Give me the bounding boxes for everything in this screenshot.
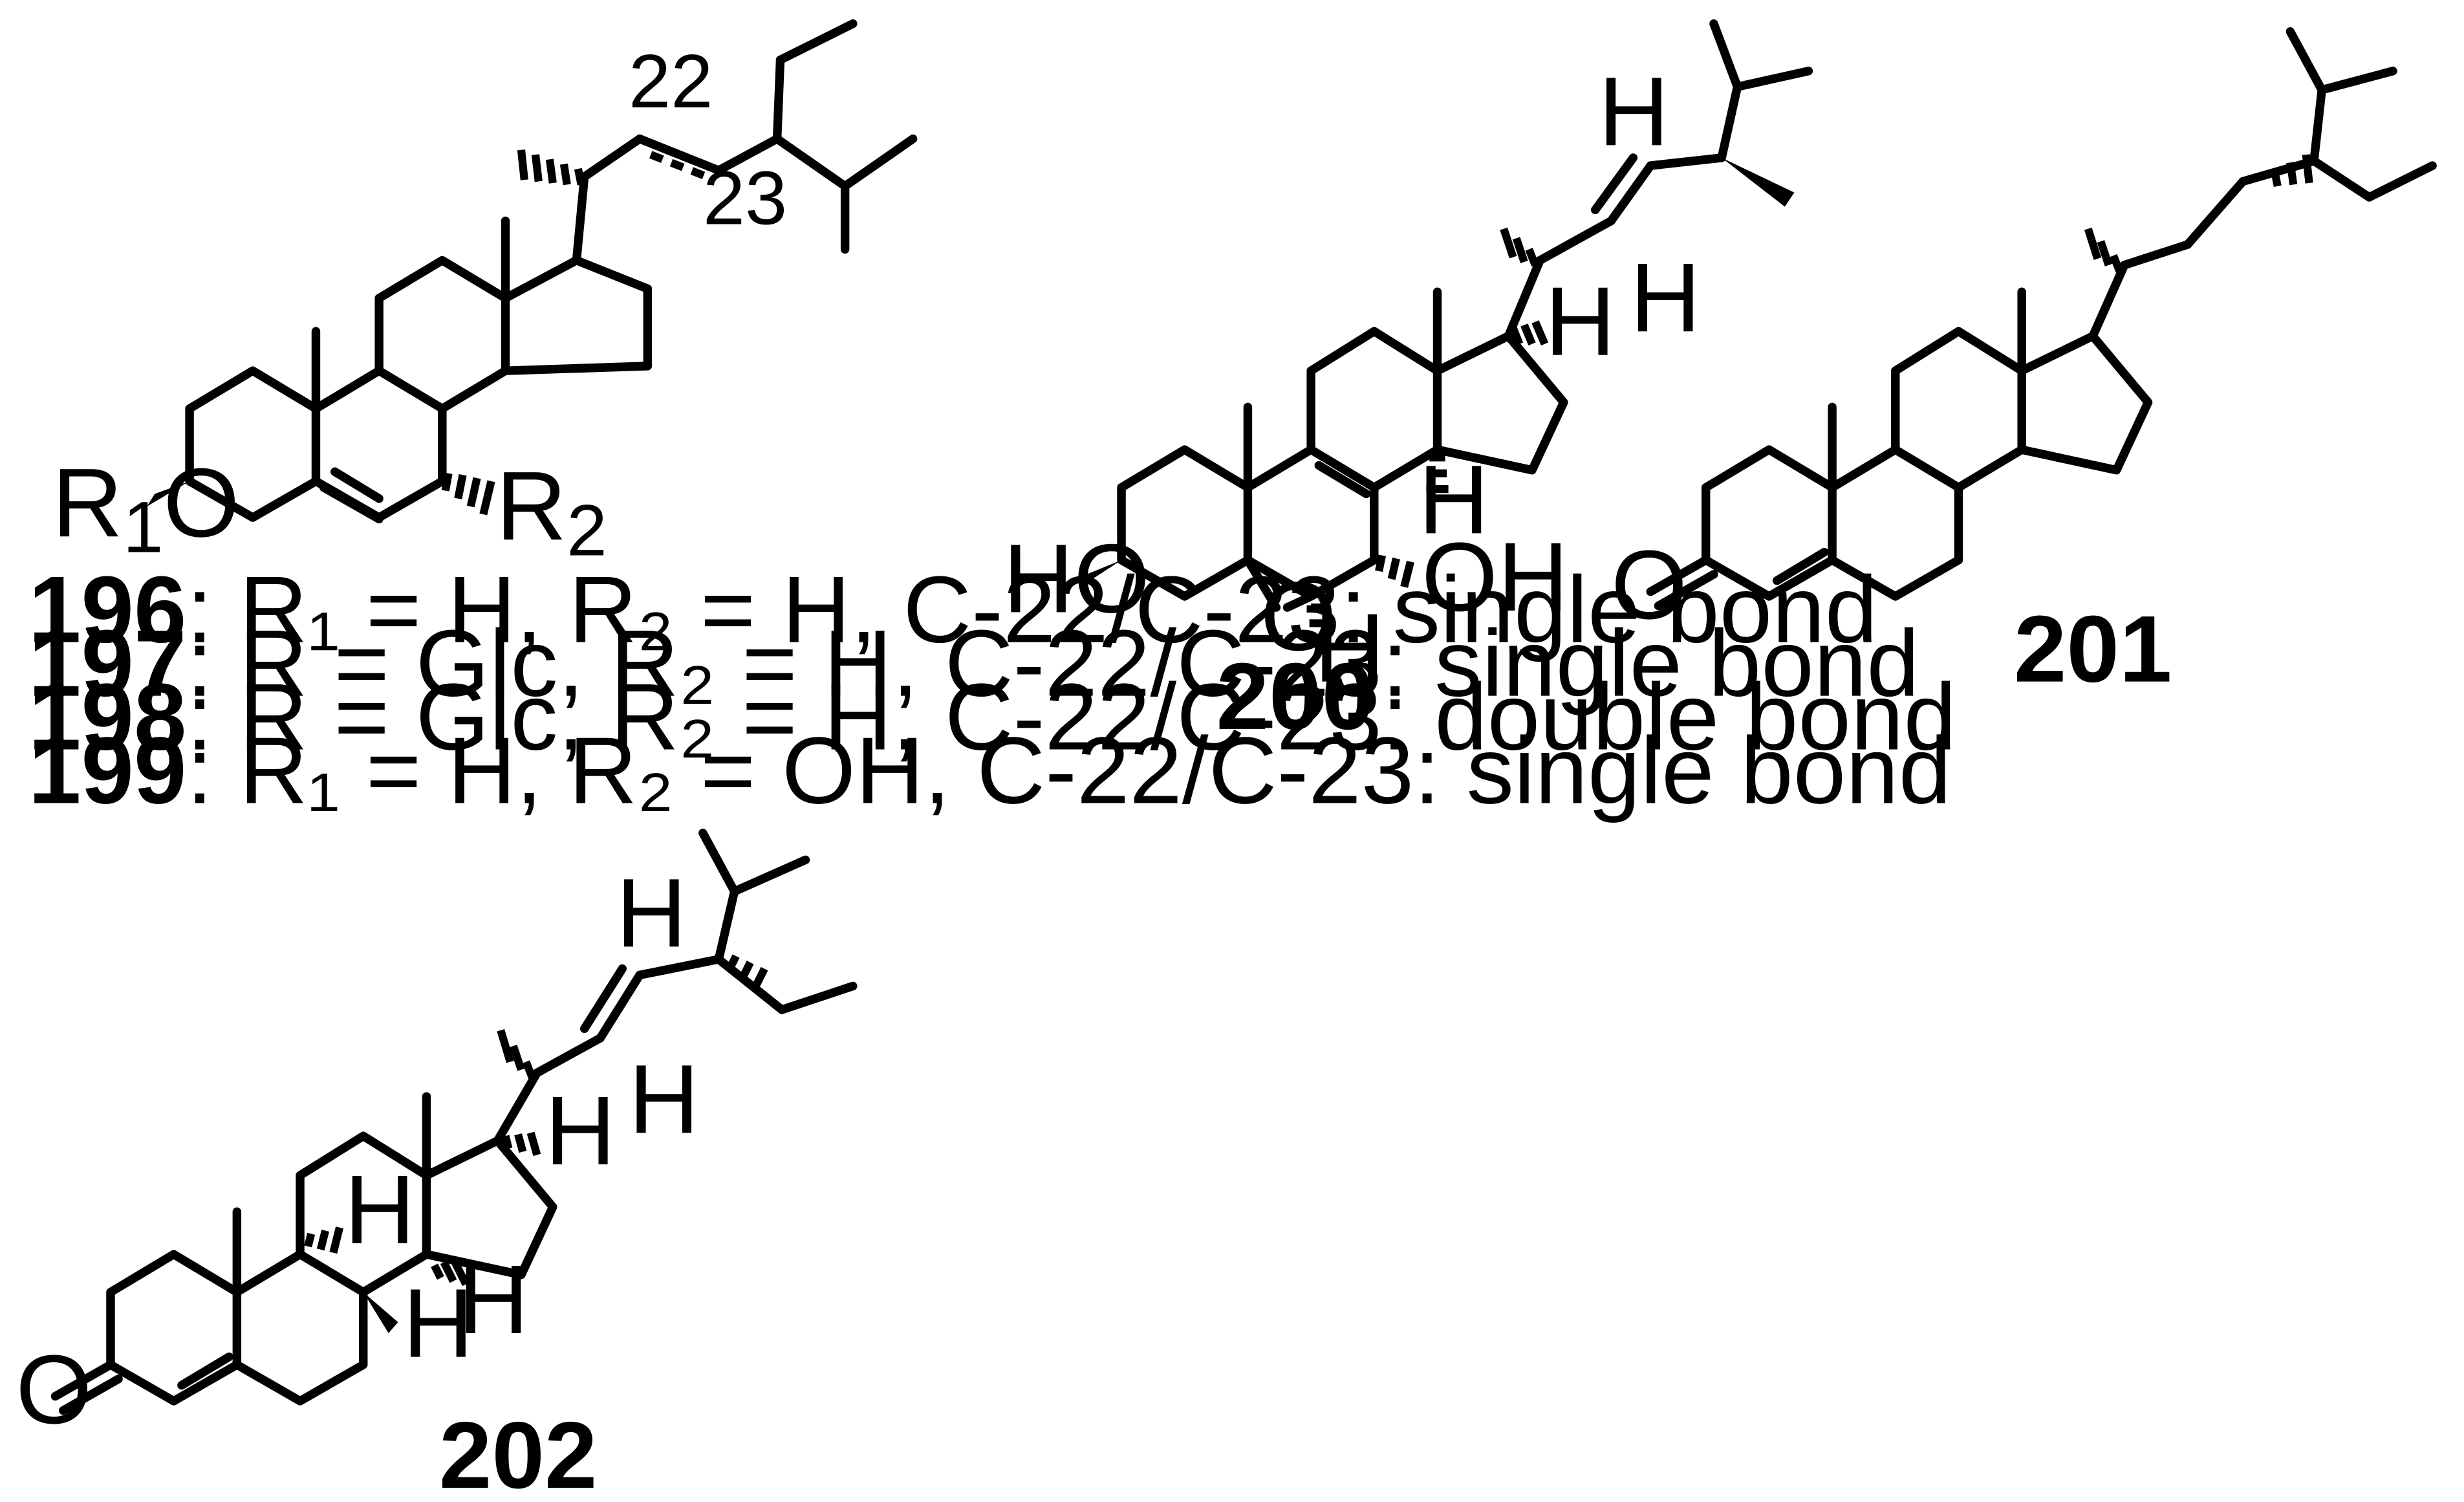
compound-198: 198: R = Glc, R₂ = H, C-22/C-23: double … <box>28 664 1956 770</box>
h-label-202-23: H <box>629 1045 699 1154</box>
hashed-bond-201-c20 <box>2084 227 2124 273</box>
h-label-202-8: H <box>403 1269 473 1378</box>
epoxide-o-label: O <box>1260 562 1337 671</box>
h-label-202-17: H <box>545 1076 616 1186</box>
compound-199: 199: R₁ = H, R₂ = OH, C-22/C-23: single … <box>28 718 1951 824</box>
compound-200-label: 200 <box>1216 644 1374 750</box>
hashed-bond-201-c24 <box>2270 154 2313 188</box>
h-label-202-9: H <box>344 1155 415 1265</box>
hashed-bond-200-c14 <box>1426 453 1449 494</box>
hashed-bond-200-c6 <box>1309 603 1326 627</box>
structure-200: H H H H H HO OH O 200 <box>1003 19 1813 750</box>
h-label-202-14: H <box>458 1245 528 1355</box>
r1-label: R1O <box>52 448 240 567</box>
r2-label: R2 <box>496 452 607 571</box>
hashed-bond-202-c24 <box>726 954 768 990</box>
h-label-23: H <box>1630 243 1700 353</box>
hashed-bond-c7 <box>441 472 495 516</box>
hashed-bond-200-c17 <box>1509 320 1549 346</box>
hashed-bond-202-c17 <box>501 1131 541 1157</box>
ho-label: HO <box>1003 524 1150 633</box>
hashed-bond-202-c14 <box>431 1257 470 1287</box>
structure-201: O 201 <box>1611 27 2437 702</box>
h-label-17: H <box>1545 267 1616 376</box>
compound-196: 196: R₁ = H, R₂ = H, C-22/C-23: single b… <box>28 557 1877 663</box>
hashed-bond-200-c20 <box>1500 227 1539 267</box>
compound-197: 197: R = Glc, R₂ = H, C-22/C-23: single … <box>28 611 1919 717</box>
h-label-14: H <box>1418 445 1489 554</box>
h-label-6: H <box>1314 594 1385 703</box>
hashed-bond-202-c20 <box>497 1029 536 1080</box>
ketone-o-202: O <box>16 1335 92 1444</box>
c23-label: 23 <box>703 155 787 240</box>
hashed-bond-202-c9 <box>304 1226 344 1254</box>
compound-201-label: 201 <box>2014 596 2172 702</box>
c22-label: 22 <box>629 39 713 124</box>
structure-196-199: 22 23 R1O R2 <box>52 19 918 571</box>
h-label-202-22: H <box>616 859 686 968</box>
compound-202-label: 202 <box>439 1402 597 1502</box>
oh-label: OH <box>1421 523 1568 632</box>
structure-202: H H H H H H O 202 <box>16 829 858 1502</box>
hashed-bond-200-c7 <box>1375 554 1414 588</box>
ketone-o-201: O <box>1611 530 1687 640</box>
hashed-bond-c20 <box>517 149 585 186</box>
h-label-22: H <box>1599 57 1669 166</box>
compound-list: 196: R₁ = H, R₂ = H, C-22/C-23: single b… <box>28 557 1956 824</box>
